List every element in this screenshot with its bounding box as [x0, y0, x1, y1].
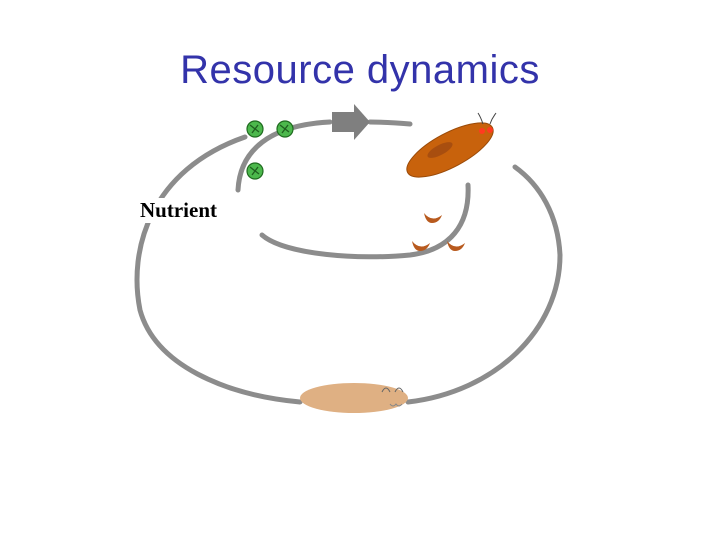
inner-cycle-arc-top	[235, 119, 333, 193]
slide-title: Resource dynamics	[180, 48, 540, 92]
fecal-pellet-icon	[412, 241, 430, 251]
flow-arrow-icon	[332, 104, 370, 140]
green-algae-cell-icon	[246, 120, 264, 138]
nutrient-label: Nutrient	[138, 198, 219, 223]
outer-cycle-arc	[134, 134, 303, 405]
inner-cycle-arc-topright	[367, 119, 413, 127]
green-algae-cell-icon	[246, 162, 264, 180]
fecal-pellet-icon	[424, 213, 442, 223]
pale-worm-icon	[300, 383, 408, 413]
fecal-pellet-icon	[447, 241, 465, 251]
orange-grazer-icon	[406, 112, 497, 178]
outer-cycle-arc-right	[405, 164, 563, 405]
inner-cycle-arc-bottom	[259, 182, 471, 260]
green-algae-cell-icon	[276, 120, 294, 138]
